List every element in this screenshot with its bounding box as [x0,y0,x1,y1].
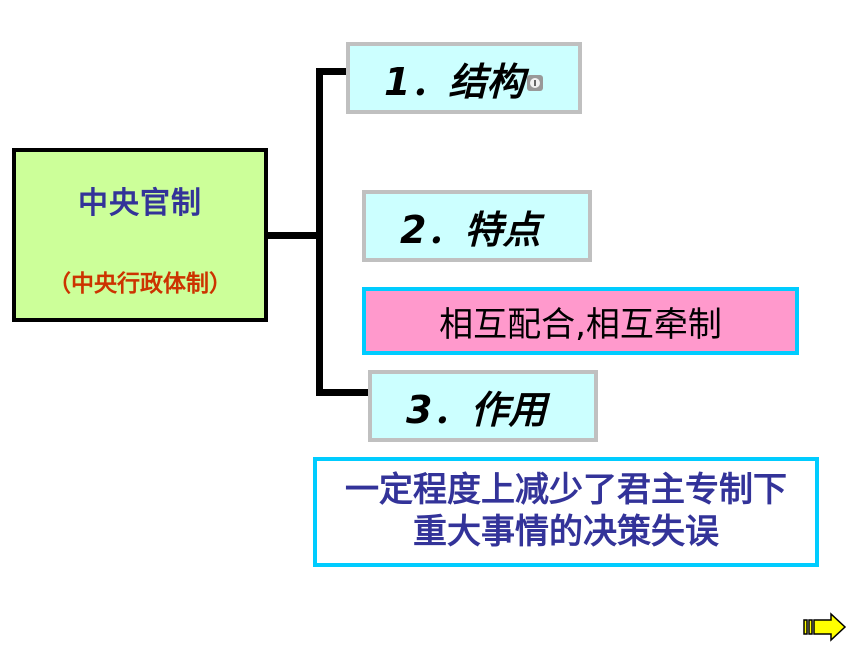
info-icon[interactable] [527,75,544,91]
root-node: 中央官制 （中央行政体制） [12,148,268,322]
role-detail-line-2: 重大事情的决策失误 [413,512,719,552]
connector-stem [268,232,320,239]
branch-structure-label: 1．结构 [384,59,525,104]
next-arrow-icon[interactable] [803,612,847,642]
branch-features: 2．特点 [362,190,592,262]
connector-top-arm [316,68,348,75]
branch-structure: 1．结构 [346,42,582,114]
connector-bottom-arm [316,389,370,396]
features-detail: 相互配合,相互牵制 [362,287,799,355]
role-detail-line-1: 一定程度上减少了君主专制下 [345,470,787,510]
branch-role: 3．作用 [368,370,598,442]
root-title: 中央官制 [78,186,202,221]
connector-spine [316,68,323,396]
branch-role-label: 3．作用 [406,387,547,432]
root-subtitle: （中央行政体制） [48,271,232,297]
role-detail: 一定程度上减少了君主专制下 重大事情的决策失误 [313,457,819,567]
branch-features-label: 2．特点 [400,207,541,252]
